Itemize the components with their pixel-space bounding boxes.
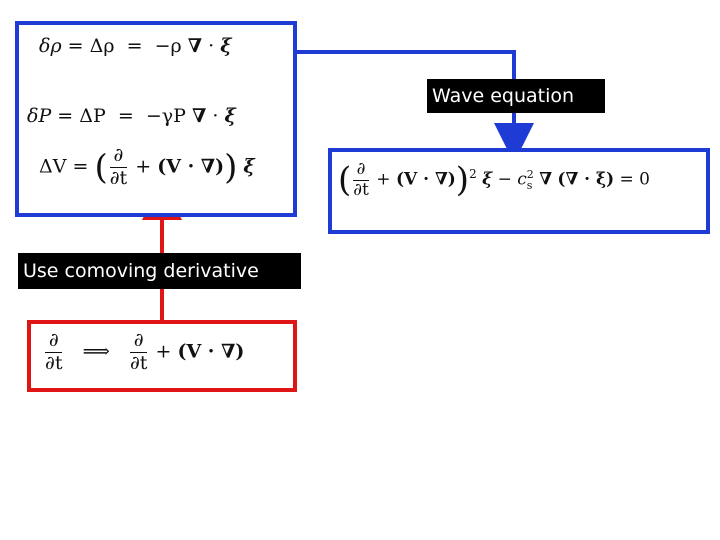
wave-equation-label: Wave equation — [427, 79, 605, 113]
lagrangian-relations-box: δρ = Δρ = −ρ ∇ · ξ δP = ΔP = −γP ∇ · ξ Δ… — [15, 21, 297, 217]
velocity-equation: ΔV = (∂∂t + (V · ∇)) ξ — [39, 144, 255, 189]
density-equation: δρ = Δρ = −ρ ∇ · ξ — [39, 35, 232, 57]
pressure-equation: δP = ΔP = −γP ∇ · ξ — [27, 105, 236, 127]
comoving-derivative-box: ∂∂t ⟹ ∂∂t + (V · ∇) — [27, 320, 297, 392]
comoving-derivative-formula: ∂∂t ⟹ ∂∂t + (V · ∇) — [45, 329, 245, 374]
comoving-label: Use comoving derivative — [18, 253, 301, 289]
